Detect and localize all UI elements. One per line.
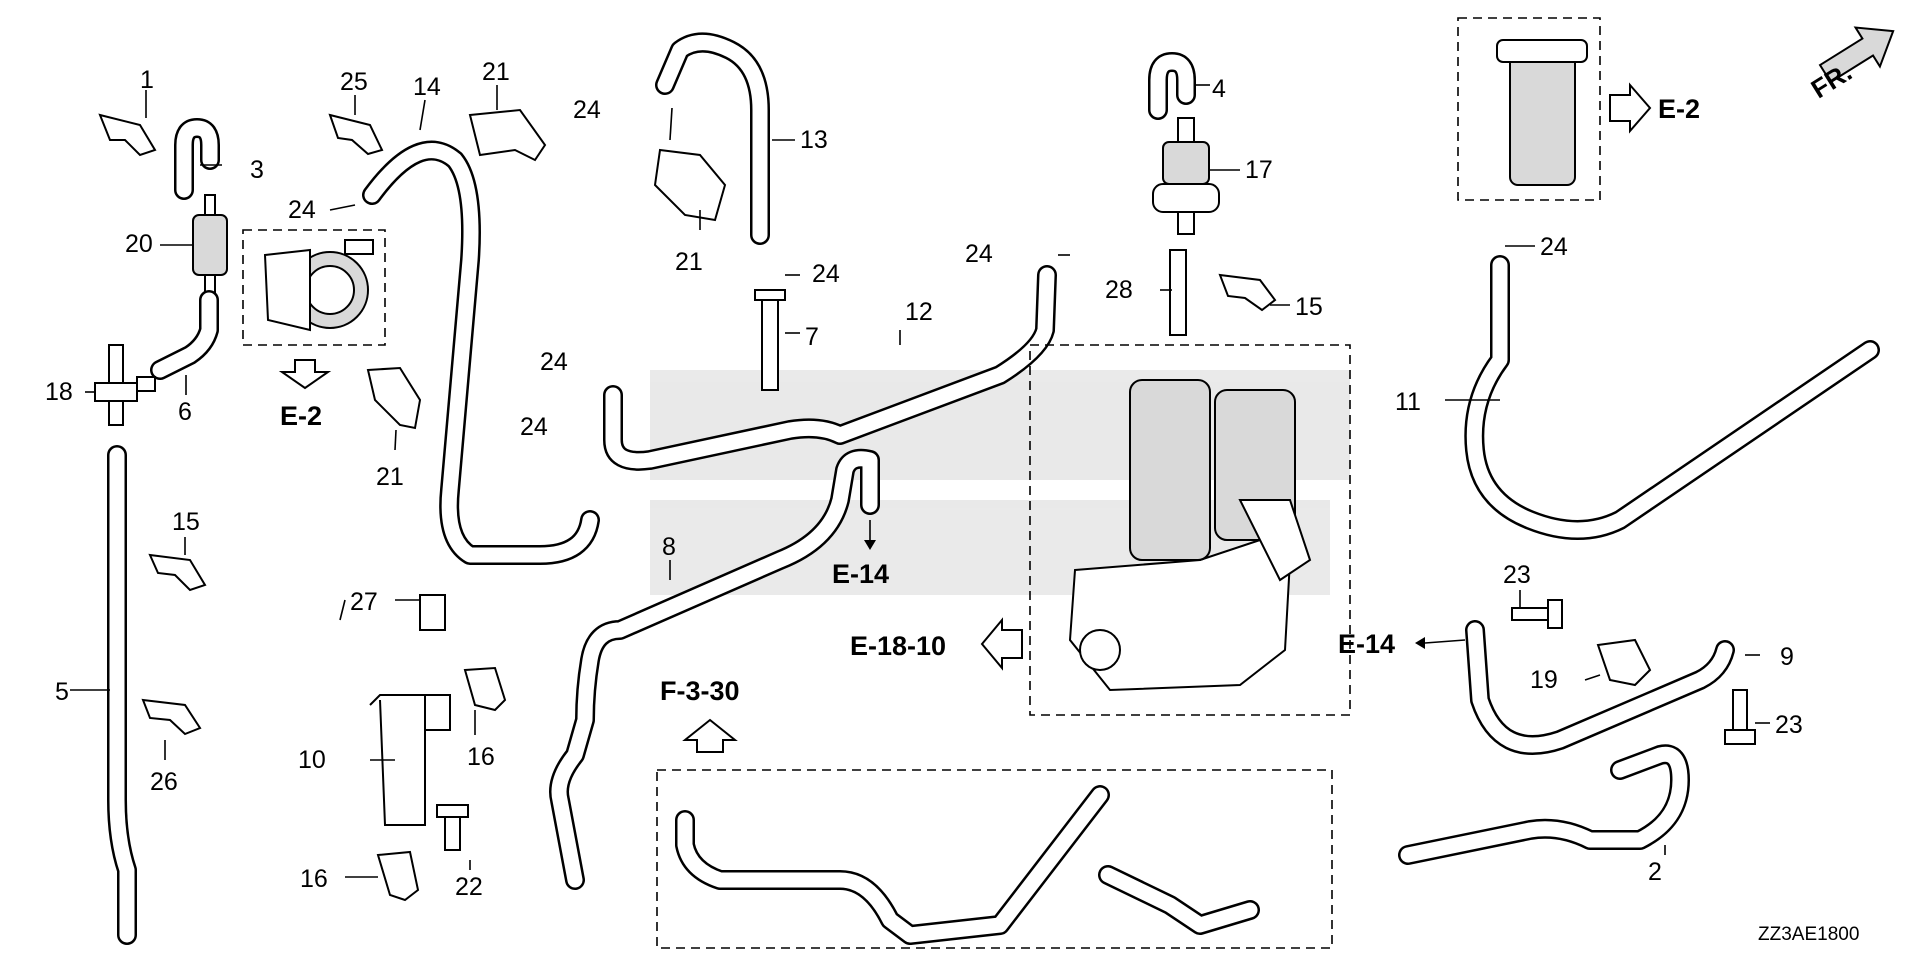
hollow-arrow-icon bbox=[1609, 82, 1652, 134]
callout-5: 5 bbox=[55, 678, 69, 706]
hose-2 bbox=[1398, 744, 1690, 865]
callout-12: 12 bbox=[905, 298, 933, 326]
hose-5 bbox=[107, 445, 137, 945]
callout-14: 14 bbox=[413, 73, 441, 101]
hose-14 bbox=[362, 140, 600, 565]
hose-6 bbox=[150, 290, 219, 380]
callout-2: 2 bbox=[1648, 858, 1662, 886]
callout-23-upper: 23 bbox=[1503, 561, 1531, 589]
pipe-7 bbox=[754, 289, 786, 391]
ref-e2-right: E-2 bbox=[1658, 94, 1700, 124]
callout-24-g: 24 bbox=[1540, 233, 1568, 261]
pipe-28 bbox=[1169, 249, 1187, 336]
callout-21-left: 21 bbox=[376, 463, 404, 491]
fuel-pump-assembly-box bbox=[242, 229, 386, 346]
clip-19 bbox=[1596, 638, 1652, 687]
callout-28: 28 bbox=[1105, 276, 1133, 304]
fuel-tank-sender-box bbox=[1457, 17, 1601, 201]
clip-16-upper bbox=[463, 666, 507, 712]
clip-26 bbox=[141, 698, 202, 736]
callout-1: 1 bbox=[140, 66, 154, 94]
callout-6: 6 bbox=[178, 398, 192, 426]
callout-labels: 1 2 3 4 5 6 7 8 9 10 11 12 13 14 15 15 1… bbox=[45, 58, 1803, 901]
callout-7: 7 bbox=[805, 323, 819, 351]
hose-13 bbox=[655, 32, 770, 245]
callout-24-d: 24 bbox=[540, 348, 568, 376]
callout-16-lower: 16 bbox=[300, 865, 328, 893]
callout-16-upper: 16 bbox=[467, 743, 495, 771]
callout-21-top: 21 bbox=[482, 58, 510, 86]
ref-e2-left: E-2 bbox=[280, 401, 322, 431]
clip-1 bbox=[98, 113, 157, 157]
lower-hose-assembly-box bbox=[656, 769, 1333, 949]
callout-26: 26 bbox=[150, 768, 178, 796]
hose-9 bbox=[1465, 620, 1735, 755]
hose-4 bbox=[1148, 52, 1196, 120]
hose-11 bbox=[1464, 255, 1880, 540]
callout-24-e: 24 bbox=[520, 413, 548, 441]
ref-e14-right: E-14 bbox=[1338, 629, 1395, 659]
clip-15-left bbox=[148, 553, 207, 592]
callout-15-right: 15 bbox=[1295, 293, 1323, 321]
callout-21-center: 21 bbox=[675, 248, 703, 276]
arrow-icon bbox=[864, 520, 1466, 649]
callout-24-f: 24 bbox=[965, 240, 993, 268]
hollow-arrow-icon bbox=[278, 359, 332, 390]
callout-20: 20 bbox=[125, 230, 153, 258]
section-references: E-2 E-2 E-14 E-14 E-18-10 F-3-30 bbox=[280, 94, 1700, 706]
bolt-23-upper bbox=[1511, 599, 1563, 629]
tee-joint-18 bbox=[94, 344, 156, 426]
clip-21-left bbox=[366, 366, 422, 430]
callout-23-lower: 23 bbox=[1775, 711, 1803, 739]
front-arrow-icon bbox=[1818, 26, 1895, 84]
bolt-22 bbox=[436, 804, 469, 851]
hollow-arrow-icon bbox=[980, 617, 1023, 671]
filter-20 bbox=[192, 194, 228, 296]
callout-22: 22 bbox=[455, 873, 483, 901]
callout-9: 9 bbox=[1780, 643, 1794, 671]
hose-3 bbox=[174, 118, 220, 200]
callout-25: 25 bbox=[340, 68, 368, 96]
fuel-filter-17 bbox=[1152, 117, 1220, 235]
callout-3: 3 bbox=[250, 156, 264, 184]
clip-25 bbox=[328, 113, 384, 156]
ref-f3-30: F-3-30 bbox=[660, 676, 740, 706]
callout-18: 18 bbox=[45, 378, 73, 406]
clip-27 bbox=[419, 594, 446, 631]
callout-11: 11 bbox=[1395, 388, 1421, 416]
leader-lines bbox=[70, 84, 1770, 878]
callout-10: 10 bbox=[298, 746, 326, 774]
bolt-23-lower bbox=[1724, 689, 1756, 745]
callout-19: 19 bbox=[1530, 666, 1558, 694]
clip-15-right bbox=[1218, 273, 1277, 312]
clip-16-lower bbox=[376, 850, 420, 902]
callout-13: 13 bbox=[800, 126, 828, 154]
callout-4: 4 bbox=[1212, 75, 1226, 103]
hose-8 bbox=[549, 448, 880, 890]
ref-e14-center: E-14 bbox=[832, 559, 889, 589]
callout-24-c: 24 bbox=[812, 260, 840, 288]
callout-8: 8 bbox=[662, 533, 676, 561]
hose-12 bbox=[603, 265, 1057, 471]
callout-24-b: 24 bbox=[573, 96, 601, 124]
hollow-arrow-icon bbox=[682, 718, 738, 753]
clip-21-center bbox=[653, 148, 727, 222]
clip-21-top bbox=[468, 108, 547, 162]
ref-e18-10: E-18-10 bbox=[850, 631, 946, 661]
callout-27: 27 bbox=[350, 588, 378, 616]
callout-24-a: 24 bbox=[288, 196, 316, 224]
callout-17: 17 bbox=[1245, 156, 1273, 184]
diagram-code: ZZ3AE1800 bbox=[1758, 924, 1859, 945]
carburetor-assembly bbox=[1029, 344, 1351, 716]
bracket-10 bbox=[369, 694, 451, 826]
callout-15-left: 15 bbox=[172, 508, 200, 536]
